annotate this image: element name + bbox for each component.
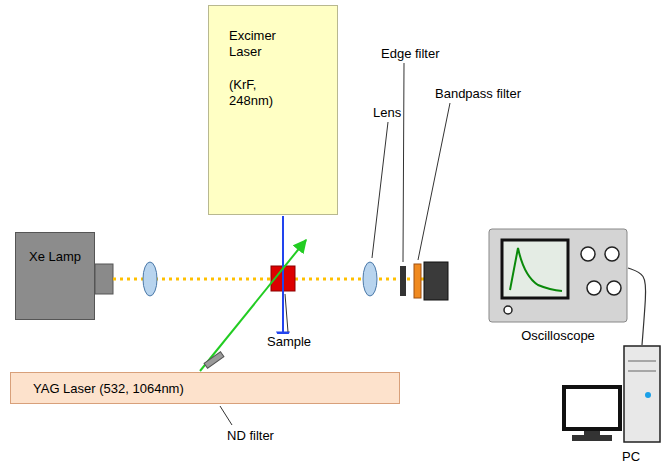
leader-line <box>220 406 232 425</box>
node-text: (KrF, 248nm) <box>229 77 291 110</box>
pc-drawing <box>560 345 665 445</box>
bandpass-filter <box>414 264 421 298</box>
node-text: Xe Lamp <box>25 249 85 265</box>
part-label: Lens <box>372 105 402 121</box>
lamp-box: Xe Lamp <box>15 232 95 320</box>
leader-line <box>285 294 288 332</box>
leader-line <box>372 122 388 258</box>
oscilloscope: Oscilloscope <box>488 228 628 349</box>
part-label: ND filter <box>226 428 275 444</box>
oscilloscope-drawing <box>488 228 628 324</box>
excimer-beam <box>282 216 284 344</box>
yag-beam <box>200 240 306 371</box>
nd-filter-plate <box>204 352 224 368</box>
detector <box>424 262 448 300</box>
node-text: Oscilloscope <box>488 328 628 344</box>
lens <box>363 262 377 296</box>
lamp-nozzle <box>95 264 113 294</box>
laser-box: Excimer Laser (KrF, 248nm) <box>208 5 338 215</box>
leader-line <box>418 103 450 260</box>
edge-filter <box>400 266 406 296</box>
computer: PC <box>560 345 665 470</box>
lens <box>143 262 157 296</box>
part-label: Sample <box>266 334 312 350</box>
node-text: PC <box>622 449 665 465</box>
node-text: YAG Laser (532, 1064nm) <box>33 381 389 397</box>
part-label: Edge filter <box>380 46 441 62</box>
node-text: Excimer Laser <box>229 28 291 61</box>
leader-line <box>403 63 404 262</box>
part-label: Bandpass filter <box>434 86 522 102</box>
cable <box>628 268 646 345</box>
laser-box: YAG Laser (532, 1064nm) <box>10 372 400 404</box>
